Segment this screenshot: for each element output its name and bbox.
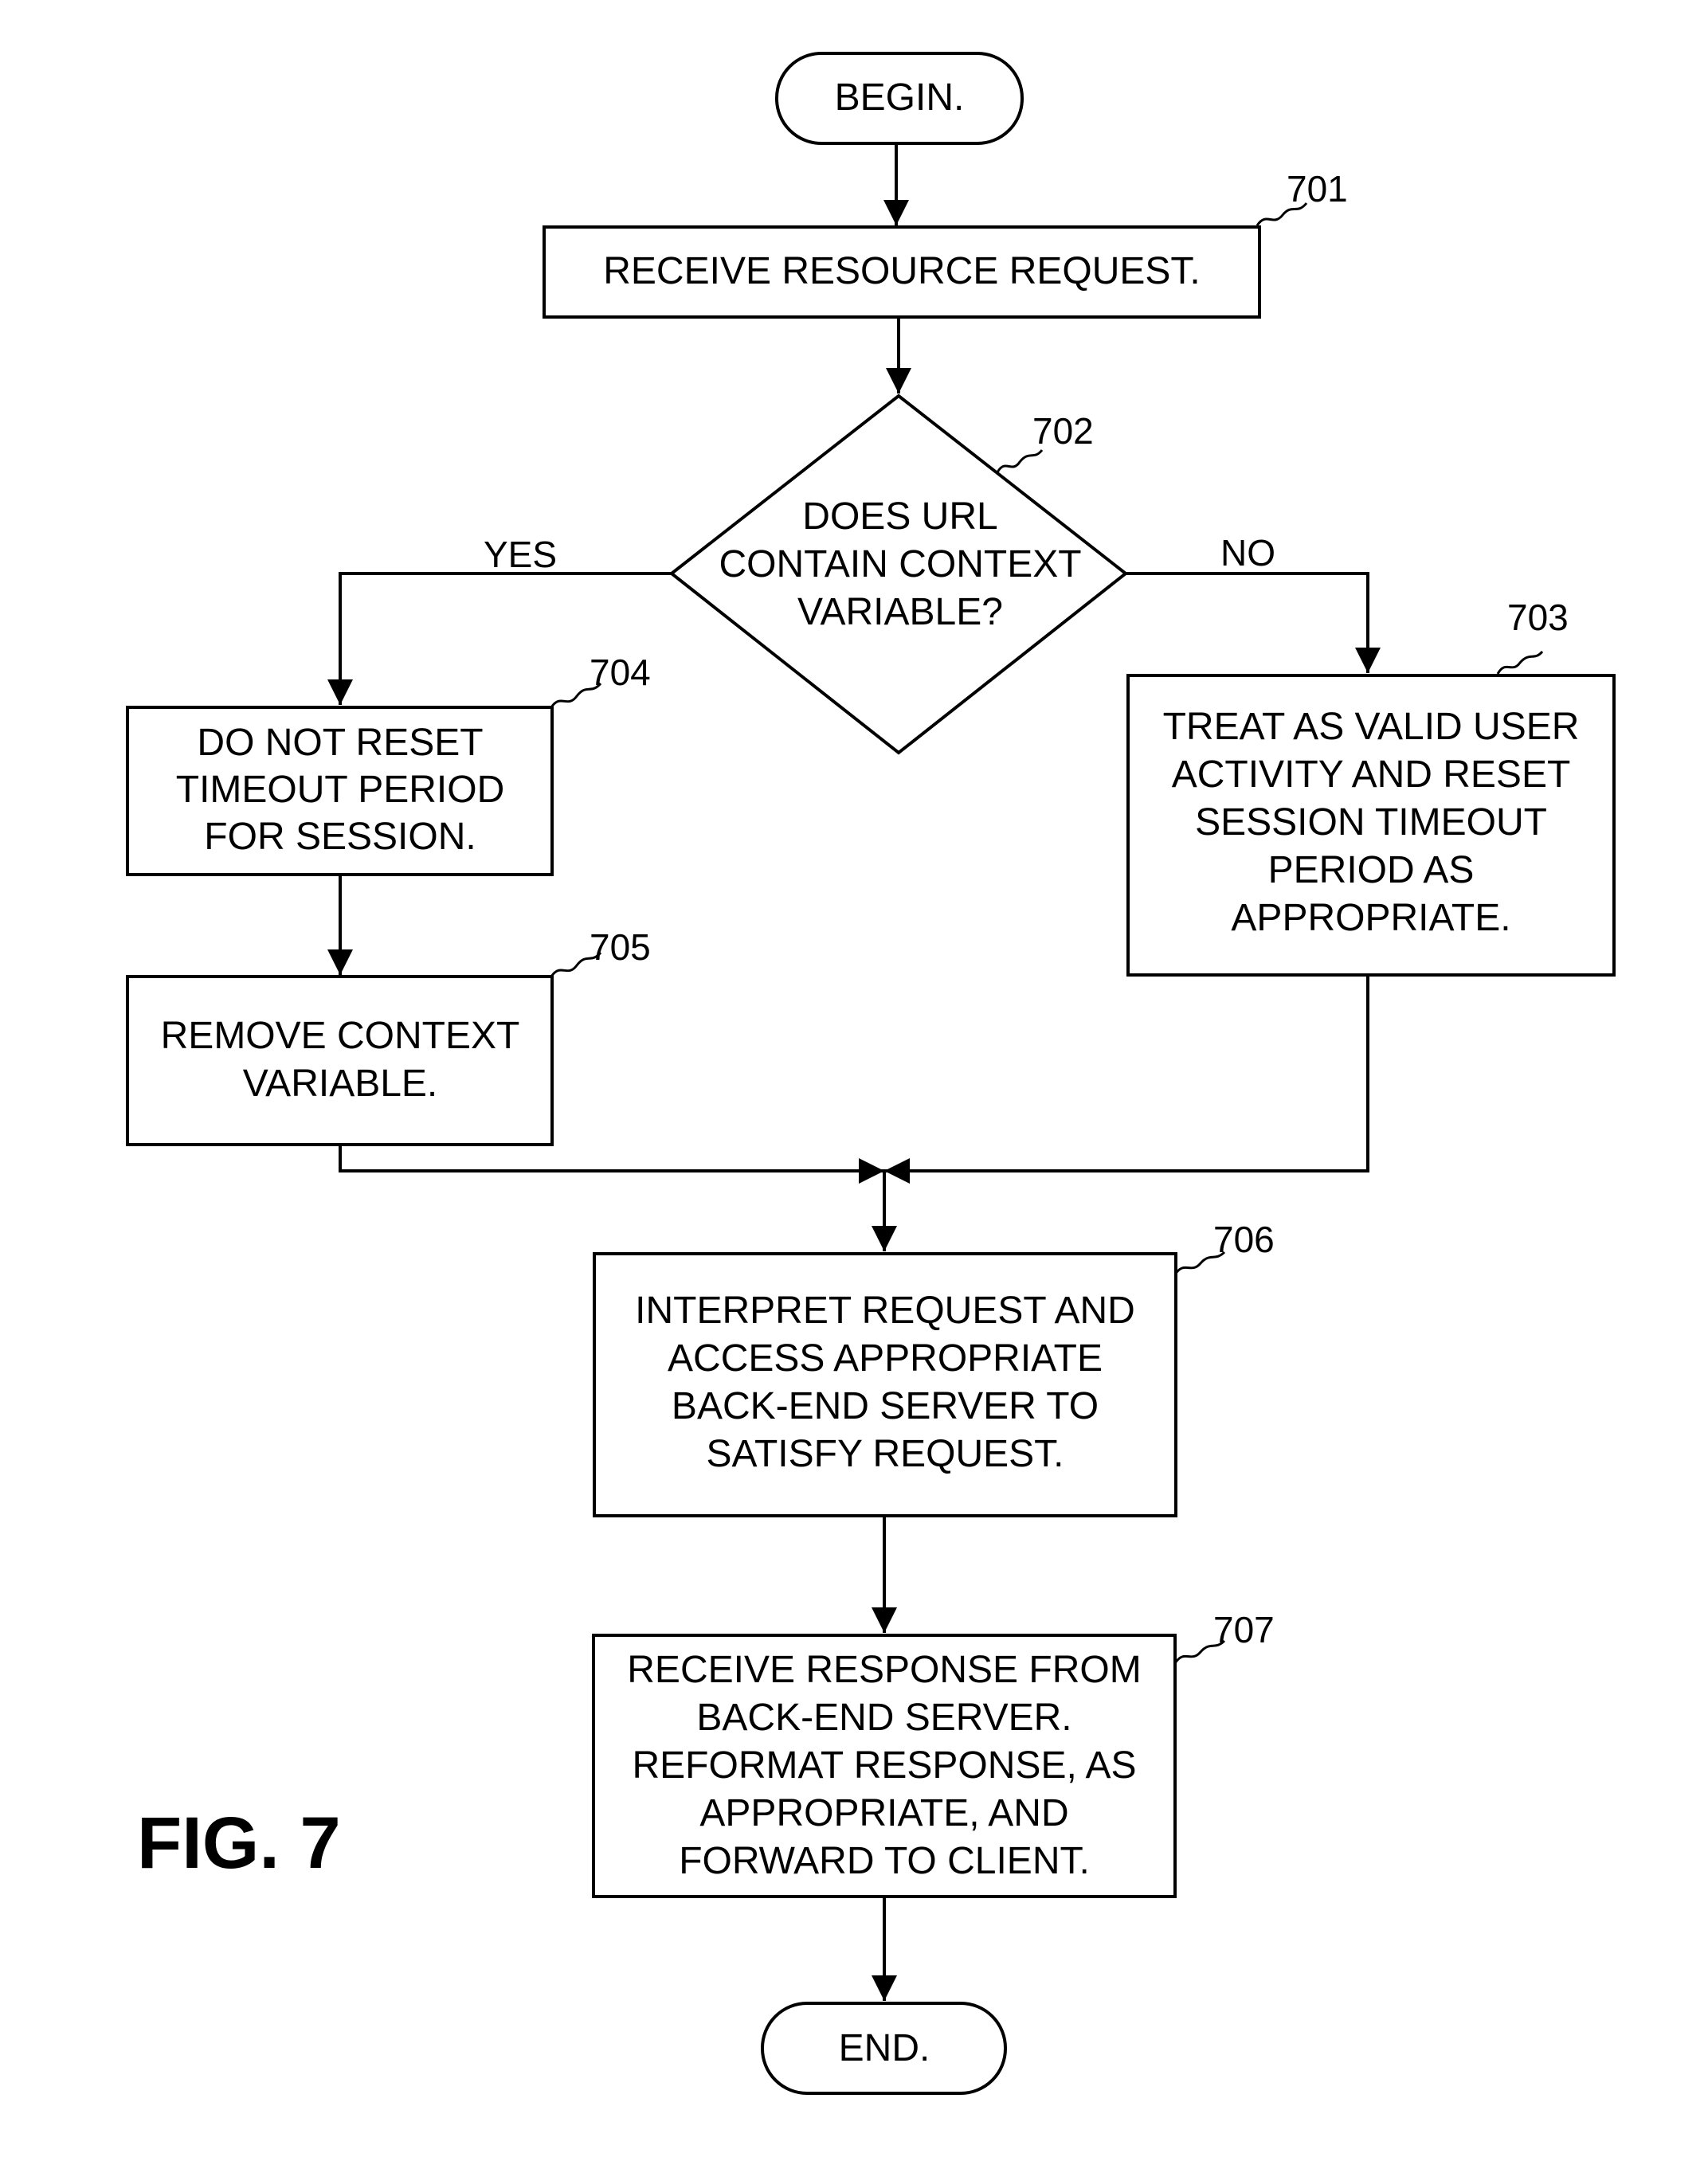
step-706-line-1: INTERPRET REQUEST AND [635, 1290, 1135, 1332]
ref-707-label: 707 [1213, 1609, 1275, 1650]
step-705-box: REMOVE CONTEXT VARIABLE. [127, 977, 552, 1145]
edge-702-no-to-703 [1126, 574, 1368, 673]
step-704-line-3: FOR SESSION. [204, 816, 476, 858]
edge-705-to-merge [340, 1145, 884, 1171]
ref-701-label: 701 [1287, 168, 1348, 209]
step-703-line-1: TREAT AS VALID USER [1163, 706, 1580, 748]
step-701-line-1: RECEIVE RESOURCE REQUEST. [603, 250, 1200, 292]
ref-702-leader [997, 450, 1042, 472]
step-707-box: RECEIVE RESPONSE FROM BACK-END SERVER. R… [593, 1635, 1175, 1897]
end-terminal: END. [762, 2003, 1005, 2093]
branch-no-label: NO [1220, 532, 1275, 574]
ref-703-label: 703 [1507, 597, 1569, 638]
step-704-line-1: DO NOT RESET [197, 722, 483, 764]
ref-703-leader [1498, 652, 1542, 674]
figure-label: FIG. 7 [137, 1803, 341, 1884]
step-706-line-4: SATISFY REQUEST. [707, 1433, 1064, 1475]
begin-label: BEGIN. [835, 76, 965, 119]
step-707-line-5: FORWARD TO CLIENT. [679, 1840, 1090, 1882]
step-702-line-1: DOES URL [802, 495, 997, 538]
branch-yes-label: YES [484, 534, 557, 575]
step-704-line-2: TIMEOUT PERIOD [176, 769, 504, 811]
step-707-line-4: APPROPRIATE, AND [699, 1792, 1068, 1834]
step-706-line-2: ACCESS APPROPRIATE [668, 1337, 1103, 1380]
step-707-line-1: RECEIVE RESPONSE FROM [627, 1649, 1141, 1691]
end-label: END. [839, 2027, 930, 2069]
step-704-box: DO NOT RESET TIMEOUT PERIOD FOR SESSION. [127, 707, 552, 875]
step-705-line-2: VARIABLE. [243, 1063, 438, 1105]
step-706-line-3: BACK-END SERVER TO [672, 1385, 1099, 1427]
step-703-line-4: PERIOD AS [1268, 849, 1475, 891]
step-705-line-1: REMOVE CONTEXT [161, 1015, 520, 1057]
step-707-line-3: REFORMAT RESPONSE, AS [632, 1744, 1136, 1787]
ref-702-label: 702 [1032, 410, 1094, 452]
edge-703-to-merge [884, 975, 1368, 1171]
begin-terminal: BEGIN. [777, 53, 1022, 143]
ref-706-label: 706 [1213, 1219, 1275, 1260]
step-703-line-5: APPROPRIATE. [1231, 897, 1510, 939]
ref-705-label: 705 [590, 926, 651, 968]
step-703-line-2: ACTIVITY AND RESET [1172, 754, 1571, 796]
ref-704-label: 704 [590, 652, 651, 693]
step-702-line-3: VARIABLE? [797, 591, 1003, 633]
step-703-box: TREAT AS VALID USER ACTIVITY AND RESET S… [1128, 675, 1614, 975]
step-703-line-3: SESSION TIMEOUT [1195, 801, 1547, 844]
step-702-line-2: CONTAIN CONTEXT [719, 543, 1081, 585]
step-706-box: INTERPRET REQUEST AND ACCESS APPROPRIATE… [594, 1254, 1176, 1516]
step-707-line-2: BACK-END SERVER. [696, 1697, 1071, 1739]
step-701-box: RECEIVE RESOURCE REQUEST. [544, 227, 1259, 317]
